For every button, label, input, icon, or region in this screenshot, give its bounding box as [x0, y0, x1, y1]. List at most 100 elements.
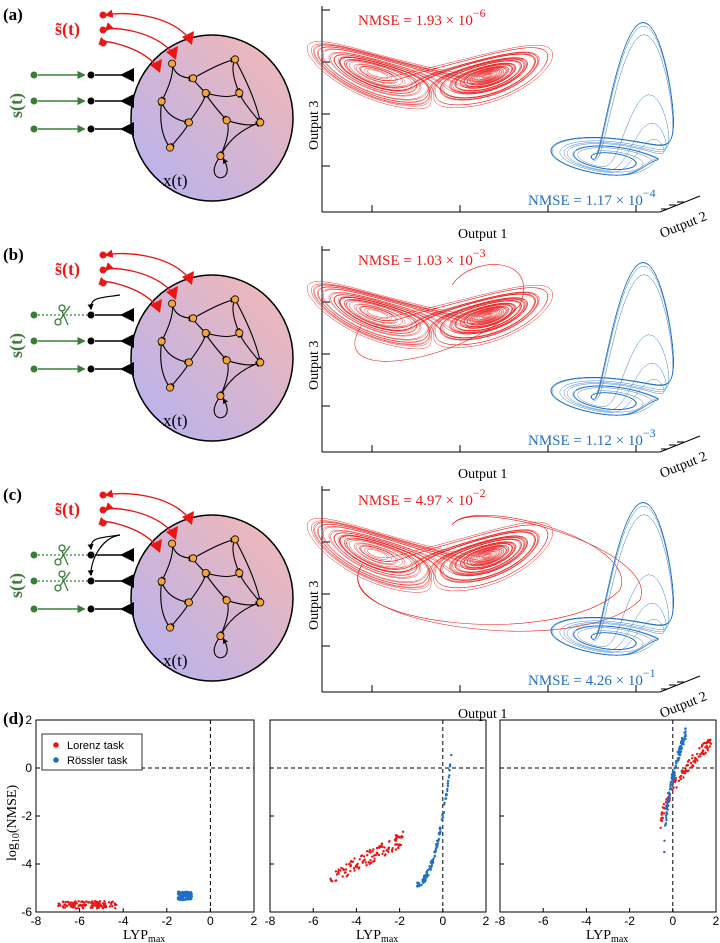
scatter-point	[696, 752, 699, 756]
output-arrow	[104, 22, 171, 51]
scatter-point	[369, 859, 372, 862]
scatter-point	[64, 900, 68, 904]
reservoir-node	[216, 151, 225, 160]
scatter-point	[371, 850, 374, 853]
scatter-point	[83, 904, 87, 907]
scatter-point	[379, 845, 382, 849]
scatter-point	[439, 830, 442, 833]
y-axis-label: log10(NMSE)	[5, 785, 22, 861]
scatter-point	[679, 748, 682, 751]
scatter-point	[334, 870, 338, 873]
scatter-point	[367, 861, 370, 864]
scatter-point	[77, 900, 80, 903]
output-arrow	[98, 276, 155, 304]
scatter-point	[691, 754, 694, 757]
scatter-point	[667, 791, 671, 794]
scatter-point	[445, 793, 448, 796]
output-label: s̃(t)	[55, 259, 80, 280]
scatter-point	[372, 848, 375, 851]
scatter-point	[342, 867, 345, 871]
z-axis-label: Output 3	[307, 581, 322, 630]
input-neuron	[87, 337, 95, 345]
input-neuron	[87, 71, 95, 79]
z-axis-label: Output 3	[307, 101, 322, 150]
input-synapse-head	[120, 334, 134, 348]
x-tick-label: 2	[483, 914, 490, 928]
scatter-point	[96, 906, 100, 909]
input-neuron	[87, 605, 95, 613]
scatter-point	[91, 902, 95, 906]
output-synapse-head	[166, 286, 178, 300]
lorenz-excursion	[354, 264, 524, 362]
panel-label: (c)	[3, 485, 22, 504]
scatter-point	[85, 900, 88, 903]
input-node	[30, 337, 38, 345]
scatter-point	[337, 872, 340, 875]
scatter-point	[113, 902, 117, 905]
x-axis-label: LYPmax	[356, 928, 398, 943]
reservoir-node	[157, 337, 166, 346]
y-tick-label: 0	[25, 761, 32, 775]
scatter-point	[430, 862, 434, 865]
scatter-point	[685, 769, 688, 773]
scatter-point	[701, 749, 705, 752]
scatter-point	[448, 763, 452, 766]
scatter-point	[368, 850, 371, 853]
scatter-point	[398, 835, 401, 838]
lorenz-trajectory	[306, 517, 553, 593]
scatter-point	[387, 850, 390, 854]
nmse-rossler: NMSE = 1.17 × 10−4	[528, 186, 656, 209]
scatter-point	[387, 846, 391, 849]
input-node	[30, 605, 38, 613]
input-label: s(t)	[6, 333, 27, 358]
scatter-point	[676, 757, 679, 760]
panel-label: (a)	[3, 5, 23, 24]
scatter-point	[668, 797, 671, 800]
y-axis-label: Output 2	[658, 209, 709, 241]
scatter-point	[442, 811, 445, 814]
reservoir-node	[157, 97, 166, 106]
scatter-point	[670, 783, 674, 786]
scatter-point	[66, 900, 70, 904]
scatter-point	[681, 771, 684, 774]
scatter-point	[380, 842, 384, 845]
scatter-point	[436, 842, 440, 845]
scatter-point	[337, 868, 340, 871]
scatter-point	[349, 861, 352, 864]
scatter-point	[394, 848, 398, 851]
output-node	[99, 251, 107, 259]
scatter-point	[369, 861, 373, 865]
reservoir-node	[235, 569, 244, 578]
reservoir-node	[201, 328, 210, 337]
scatter-point	[111, 904, 114, 908]
input-neuron	[87, 577, 95, 585]
output-label: s̃(t)	[55, 19, 80, 40]
reservoir-circle	[130, 34, 294, 202]
scatter-point	[671, 781, 674, 784]
scatter-point	[80, 900, 83, 903]
scatter-point	[675, 786, 678, 789]
plot-frame	[269, 719, 487, 913]
scatter-point	[394, 843, 397, 846]
scatter-point	[187, 893, 190, 896]
scatter-point	[698, 747, 701, 750]
scatter-point	[437, 839, 440, 842]
legend-entry: Lorenz task	[67, 740, 124, 752]
y-axis	[659, 435, 701, 453]
reservoir-circle	[130, 274, 294, 442]
scatter-point	[671, 772, 674, 775]
scatter-point	[107, 901, 111, 904]
scatter-point	[69, 905, 73, 908]
scatter-point	[335, 879, 338, 882]
scatter-point	[331, 880, 334, 883]
scatter-point	[349, 865, 352, 868]
scatter-point	[377, 853, 381, 857]
legend-marker	[53, 742, 59, 748]
scatter-point	[665, 811, 668, 814]
scatter-point	[709, 738, 712, 741]
nmse-lorenz: NMSE = 1.93 × 10−6	[358, 6, 486, 29]
scatter-point	[689, 761, 693, 765]
output-synapse-head	[166, 526, 178, 540]
scatter-point	[185, 896, 188, 899]
